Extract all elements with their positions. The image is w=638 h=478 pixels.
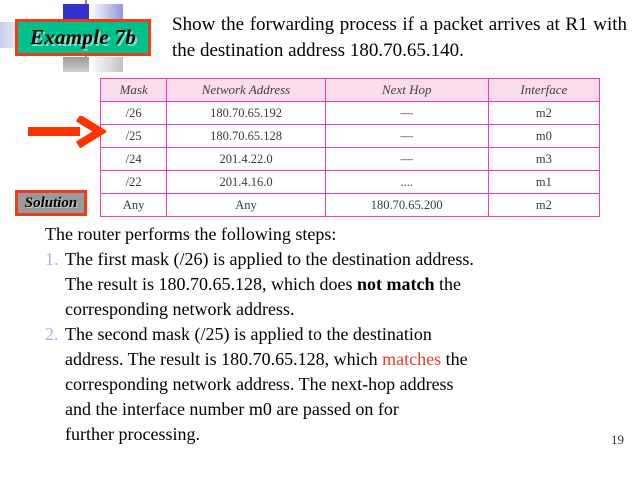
cell-network: Any xyxy=(166,193,326,217)
cell-mask: /25 xyxy=(99,124,168,148)
cell-next-hop: — xyxy=(324,101,489,125)
cell-mask: /26 xyxy=(99,101,168,125)
decorative-blue-gradient-block xyxy=(90,4,123,19)
text-run: corresponding network address. The next-… xyxy=(65,374,454,394)
step-line: The result is 180.70.65.128, which does … xyxy=(65,272,620,297)
column-header-next-hop: Next Hop xyxy=(324,78,489,102)
text-run: The result is 180.70.65.128, which does xyxy=(65,274,357,294)
question-prompt: Show the forwarding process if a packet … xyxy=(172,14,627,61)
table-header-row: Mask Network Address Next Hop Interface xyxy=(99,78,601,102)
column-header-mask: Mask xyxy=(99,78,168,102)
cell-network: 180.70.65.128 xyxy=(166,124,326,148)
cell-next-hop: .... xyxy=(324,170,489,194)
text-run: The first mask (/26) is applied to the d… xyxy=(65,249,474,269)
decorative-gray-gradient-block xyxy=(90,57,123,72)
step-line: and the interface number m0 are passed o… xyxy=(65,397,620,422)
decorative-gray-block xyxy=(63,57,89,72)
step-marker: 1. xyxy=(45,249,59,269)
example-badge: Example 7b xyxy=(15,19,151,56)
cell-mask: /22 xyxy=(99,170,168,194)
text-run: and the interface number m0 are passed o… xyxy=(65,399,399,419)
solution-badge-label: Solution xyxy=(24,194,78,211)
cell-interface: m3 xyxy=(487,147,601,171)
solution-intro: The router performs the following steps: xyxy=(45,224,337,244)
emphasis-bold: not match xyxy=(356,274,435,294)
example-badge-label: Example 7b xyxy=(29,25,137,49)
decorative-blue-block xyxy=(63,4,89,19)
right-arrow-icon xyxy=(28,114,108,149)
solution-badge: Solution xyxy=(15,190,87,216)
cell-next-hop: — xyxy=(324,147,489,171)
cell-network: 201.4.16.0 xyxy=(166,170,326,194)
table-row: Any Any 180.70.65.200 m2 xyxy=(99,193,601,217)
cell-network: 180.70.65.192 xyxy=(166,101,326,125)
cell-interface: m0 xyxy=(487,124,601,148)
step-line: corresponding network address. The next-… xyxy=(65,372,620,397)
cell-interface: m1 xyxy=(487,170,601,194)
text-run: corresponding network address. xyxy=(65,299,295,319)
step-line: The first mask (/26) is applied to the d… xyxy=(65,247,620,272)
column-header-interface: Interface xyxy=(487,78,601,102)
text-run: The second mask (/25) is applied to the … xyxy=(65,324,432,344)
step-line: address. The result is 180.70.65.128, wh… xyxy=(65,347,620,372)
routing-table: Mask Network Address Next Hop Interface … xyxy=(99,78,601,217)
emphasis-match: matches xyxy=(382,349,442,369)
cell-mask: Any xyxy=(99,193,168,217)
step-marker: 2. xyxy=(45,324,59,344)
cell-interface: m2 xyxy=(487,101,601,125)
step-text: The second mask (/25) is applied to the … xyxy=(65,322,620,447)
step-text: The first mask (/26) is applied to the d… xyxy=(65,247,620,322)
solution-step-1: 1. The first mask (/26) is applied to th… xyxy=(45,247,620,322)
text-run: further processing. xyxy=(65,424,200,444)
column-header-network-address: Network Address xyxy=(166,78,326,102)
text-run: the xyxy=(441,349,468,369)
text-run: address. The result is 180.70.65.128, wh… xyxy=(65,349,383,369)
cell-mask: /24 xyxy=(99,147,168,171)
row-pointer-arrow xyxy=(28,114,108,149)
table-row: /25 180.70.65.128 — m0 xyxy=(99,124,601,148)
cell-interface: m2 xyxy=(487,193,601,217)
solution-body: The router performs the following steps:… xyxy=(45,222,620,447)
cell-next-hop: 180.70.65.200 xyxy=(324,193,489,217)
text-run: the xyxy=(434,274,461,294)
page-number: 19 xyxy=(611,432,624,447)
step-line: The second mask (/25) is applied to the … xyxy=(65,322,620,347)
step-line: further processing. xyxy=(65,422,620,447)
solution-step-2: 2. The second mask (/25) is applied to t… xyxy=(45,322,620,447)
table-row: /22 201.4.16.0 .... m1 xyxy=(99,170,601,194)
step-line: corresponding network address. xyxy=(65,297,620,322)
cell-network: 201.4.22.0 xyxy=(166,147,326,171)
table-row: /26 180.70.65.192 — m2 xyxy=(99,101,601,125)
cell-next-hop: — xyxy=(324,124,489,148)
table-row: /24 201.4.22.0 — m3 xyxy=(99,147,601,171)
